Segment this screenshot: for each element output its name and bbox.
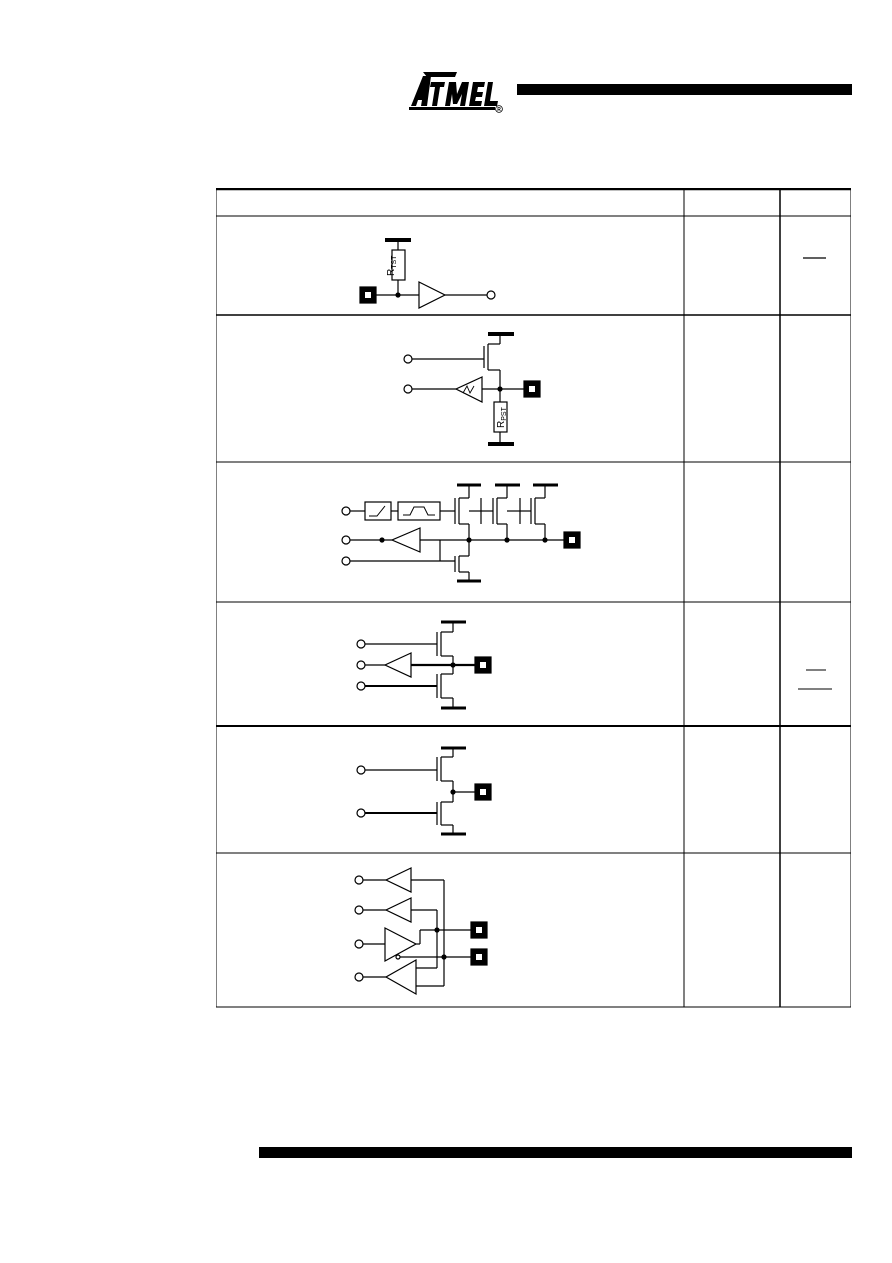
svg-text:RTST: RTST [386,255,398,276]
header-rule [517,84,852,95]
circuit-row-2 [403,332,541,446]
circuit-row-5 [356,746,492,836]
circuit-row-4 [356,620,492,710]
circuit-row-3 [341,483,581,583]
svg-text:R: R [497,107,501,113]
footer-rule [259,1147,852,1158]
svg-text:RPST: RPST [496,406,508,428]
pin-circuit-table: RTST RPST [216,188,851,1008]
atmel-logo: R [409,72,503,113]
circuit-row-6 [354,867,488,996]
circuit-row-1 [359,238,496,309]
